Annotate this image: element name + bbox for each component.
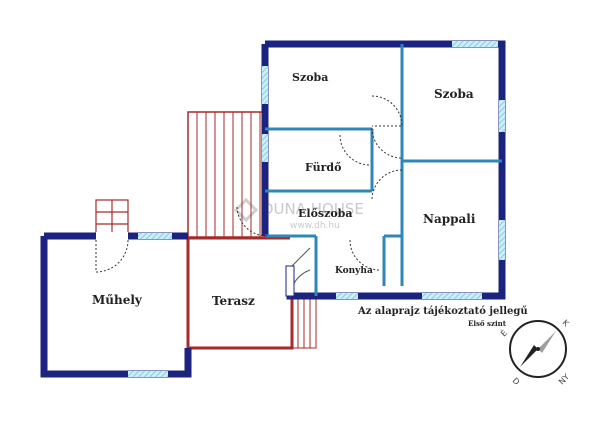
- compass: K D É NY: [498, 318, 572, 387]
- window-bottom-nappali: [422, 293, 482, 299]
- window-right-top: [499, 100, 505, 132]
- muhely-door-swing: [95, 239, 129, 273]
- watermark-url: www.dh.hu: [290, 221, 340, 231]
- terrace-deck: [187, 111, 266, 238]
- window-left-furdo: [262, 134, 268, 162]
- workshop-steps: [95, 199, 129, 237]
- door-furdo: [339, 134, 371, 166]
- door-nappali: [371, 169, 403, 201]
- muhely-door-gap: [96, 232, 128, 240]
- window-bottom-konyha: [336, 293, 358, 299]
- house-inner-walls: [265, 44, 502, 296]
- watermark-brand: DUNA HOUSE: [262, 200, 364, 218]
- compass-east-label: K: [561, 318, 572, 329]
- room-label-szoba-1: Szoba: [292, 71, 328, 84]
- muhely-window-top: [138, 233, 172, 239]
- room-labels: Szoba Szoba Fürdő Előszoba Nappali Konyh…: [292, 71, 476, 276]
- compass-needle-north: [538, 331, 556, 353]
- room-label-eloszoba: Előszoba: [298, 207, 353, 220]
- door-szoba1: [371, 95, 403, 127]
- window-top-szoba: [452, 41, 498, 47]
- entrance-door: [285, 265, 295, 297]
- room-label-muhely: Műhely: [92, 293, 143, 307]
- watermark: DUNA HOUSE www.dh.hu: [233, 197, 364, 231]
- compass-needle-south: [520, 345, 538, 367]
- room-label-furdo: Fürdő: [305, 161, 341, 174]
- terrace-wall: [186, 236, 294, 350]
- door-eloszoba: [236, 205, 268, 237]
- muhely-window-bottom: [128, 371, 168, 377]
- compass-south-label: D: [511, 376, 522, 387]
- terrace-slats: [196, 112, 261, 237]
- room-label-konyha: Konyha: [335, 266, 373, 276]
- door-szoba2: [371, 127, 403, 159]
- compass-north-label: É: [498, 327, 509, 338]
- room-label-szoba-2: Szoba: [434, 87, 474, 101]
- room-muhely: Műhely: [40, 232, 192, 378]
- terrace-steps: [291, 297, 317, 349]
- door-konyha: [349, 239, 381, 271]
- terrace: Terasz: [186, 111, 317, 350]
- window-right-nappali: [499, 220, 505, 260]
- room-label-nappali: Nappali: [423, 212, 476, 226]
- level-note: Első szint: [468, 319, 507, 328]
- house-windows: [262, 41, 505, 299]
- disclaimer-note: Az alaprajz tájékoztató jellegű: [357, 306, 528, 317]
- room-label-terasz: Terasz: [212, 294, 255, 308]
- watermark-logo-icon: [233, 197, 259, 223]
- window-left-top: [262, 66, 268, 104]
- compass-west-label: NY: [557, 372, 571, 386]
